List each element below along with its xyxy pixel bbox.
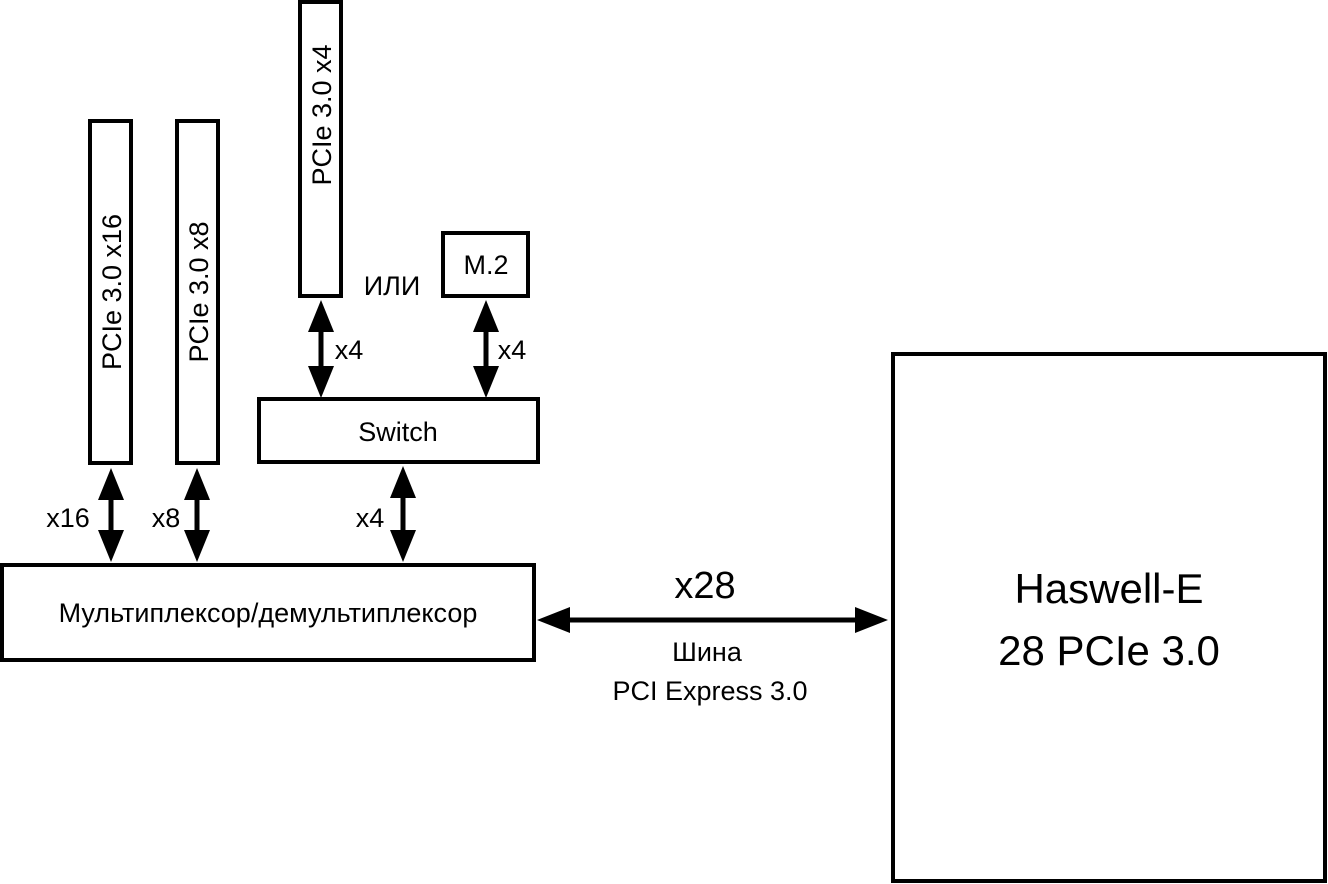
slot-x4-label: PCIe 3.0 x4 — [307, 44, 337, 185]
m2-label: M.2 — [463, 250, 508, 280]
cpu-box: Haswell-E 28 PCIe 3.0 — [891, 352, 1327, 883]
arrow-slot-switch — [308, 300, 334, 398]
bus-name-2: PCI Express 3.0 — [612, 676, 807, 706]
slot-x16: PCIe 3.0 x16 — [88, 119, 133, 465]
mux-box: Мультиплексор/демультиплексор — [0, 563, 536, 662]
slot-x8-label: PCIe 3.0 x8 — [184, 221, 214, 362]
link-label-x8: x8 — [152, 503, 181, 533]
switch-box: Switch — [257, 397, 540, 464]
arrow-x16 — [98, 468, 124, 562]
bus-name-1: Шина — [672, 637, 743, 667]
bus-width: x28 — [674, 565, 735, 607]
arrow-switch-mux — [390, 466, 416, 562]
link-label-switch: x4 — [356, 503, 385, 533]
link-label-m2: x4 — [498, 335, 527, 365]
slot-x4: PCIe 3.0 x4 — [298, 0, 343, 298]
cpu-lanes: 28 PCIe 3.0 — [998, 627, 1220, 674]
arrow-m2-switch — [473, 300, 499, 398]
m2-box: M.2 — [441, 231, 530, 298]
arrow-x8 — [184, 468, 210, 562]
link-label-slot-x4: x4 — [335, 335, 364, 365]
or-label: ИЛИ — [364, 271, 421, 301]
mux-label: Мультиплексор/демультиплексор — [59, 598, 478, 628]
slot-x16-label: PCIe 3.0 x16 — [97, 214, 127, 370]
link-label-x16: x16 — [46, 503, 90, 533]
bus-arrow — [537, 607, 888, 633]
switch-label: Switch — [358, 417, 438, 447]
cpu-name: Haswell-E — [1014, 565, 1203, 612]
slot-x8: PCIe 3.0 x8 — [175, 119, 220, 465]
